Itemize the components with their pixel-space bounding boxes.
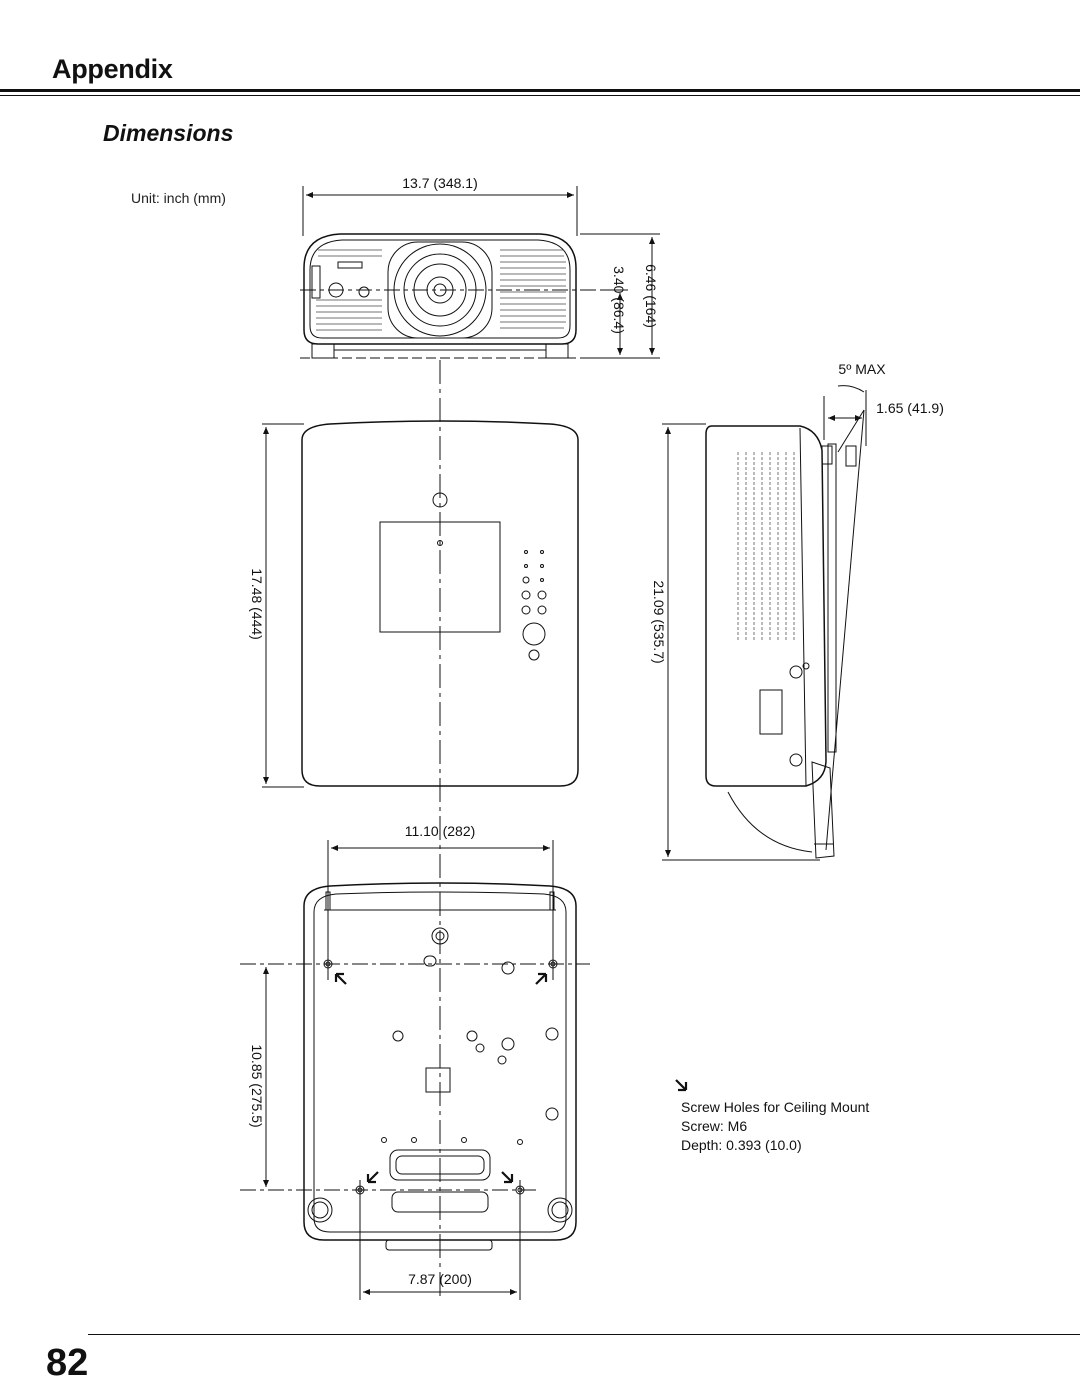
ceiling-mount-note: Screw Holes for Ceiling Mount Screw: M6 … [681, 1098, 869, 1155]
note-line-1: Screw Holes for Ceiling Mount [681, 1099, 870, 1115]
side-view [662, 385, 867, 861]
section-title: Appendix [52, 54, 173, 84]
header-rule-thin [0, 95, 1080, 96]
bottom-depth-label: 10.85 (275.5) [249, 1044, 265, 1127]
side-length-label: 21.09 (535.7) [651, 580, 667, 663]
front-total-height-label: 6.46 (164) [643, 264, 659, 328]
unit-label: Unit: inch (mm) [131, 190, 226, 206]
page-number: 82 [46, 1342, 89, 1384]
front-width-label: 13.7 (348.1) [402, 175, 478, 191]
header-rule [0, 89, 1080, 92]
tilt-label: 5º MAX [838, 361, 886, 377]
note-line-2: Screw: M6 [681, 1118, 748, 1134]
note-line-3: Depth: 0.393 (10.0) [681, 1137, 802, 1153]
page-title: Dimensions [103, 120, 234, 146]
front-view [300, 186, 660, 359]
side-offset-label: 1.65 (41.9) [876, 400, 944, 416]
bottom-inner-width-label: 7.87 (200) [408, 1271, 472, 1287]
top-depth-label: 17.48 (444) [249, 568, 265, 640]
bottom-view [240, 840, 688, 1300]
bottom-outer-width-label: 11.10 (282) [405, 823, 476, 839]
top-view [262, 420, 579, 788]
footer-rule [88, 1334, 1080, 1335]
front-inner-height-label: 3.40 (86.4) [611, 266, 627, 334]
